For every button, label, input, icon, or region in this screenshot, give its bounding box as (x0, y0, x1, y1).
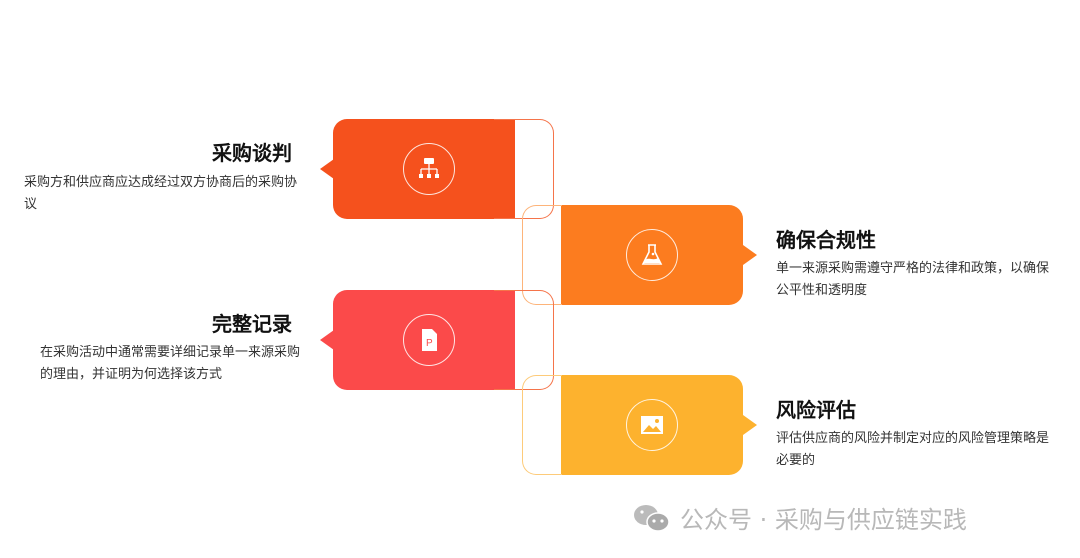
step-title: 采购谈判 (212, 141, 292, 165)
pointer (320, 330, 334, 350)
hierarchy-icon (403, 143, 455, 195)
card-outline (522, 375, 562, 475)
step-description: 在采购活动中通常需要详细记录单一来源采购的理由，并证明为何选择该方式 (40, 345, 301, 382)
wechat-icon (634, 504, 670, 532)
pointer (743, 245, 757, 265)
pointer (320, 159, 334, 179)
image-icon (626, 399, 678, 451)
flask-icon (626, 229, 678, 281)
step-title: 风险评估 (776, 398, 856, 422)
pointer (743, 415, 757, 435)
step-description: 评估供应商的风险并制定对应的风险管理策略是必要的 (776, 431, 1050, 468)
card-outline (522, 205, 562, 305)
step-title: 完整记录 (212, 312, 292, 336)
card-outline (494, 119, 554, 219)
card-outline (494, 290, 554, 390)
step-card-negotiation (320, 119, 554, 219)
svg-text:P: P (426, 338, 433, 349)
step-card-compliance (522, 205, 757, 305)
step-description: 单一来源采购需遵守严格的法律和政策，以确保公平性和透明度 (776, 261, 1050, 298)
step-card-records: P (320, 290, 554, 390)
watermark: 公众号 · 采购与供应链实践 (632, 500, 967, 535)
document-icon: P (403, 314, 455, 366)
watermark-text: 公众号 · 采购与供应链实践 (680, 506, 967, 534)
step-card-risk (522, 375, 757, 475)
step-description: 采购方和供应商应达成经过双方协商后的采购协议 (24, 175, 298, 212)
step-title: 确保合规性 (776, 228, 876, 252)
